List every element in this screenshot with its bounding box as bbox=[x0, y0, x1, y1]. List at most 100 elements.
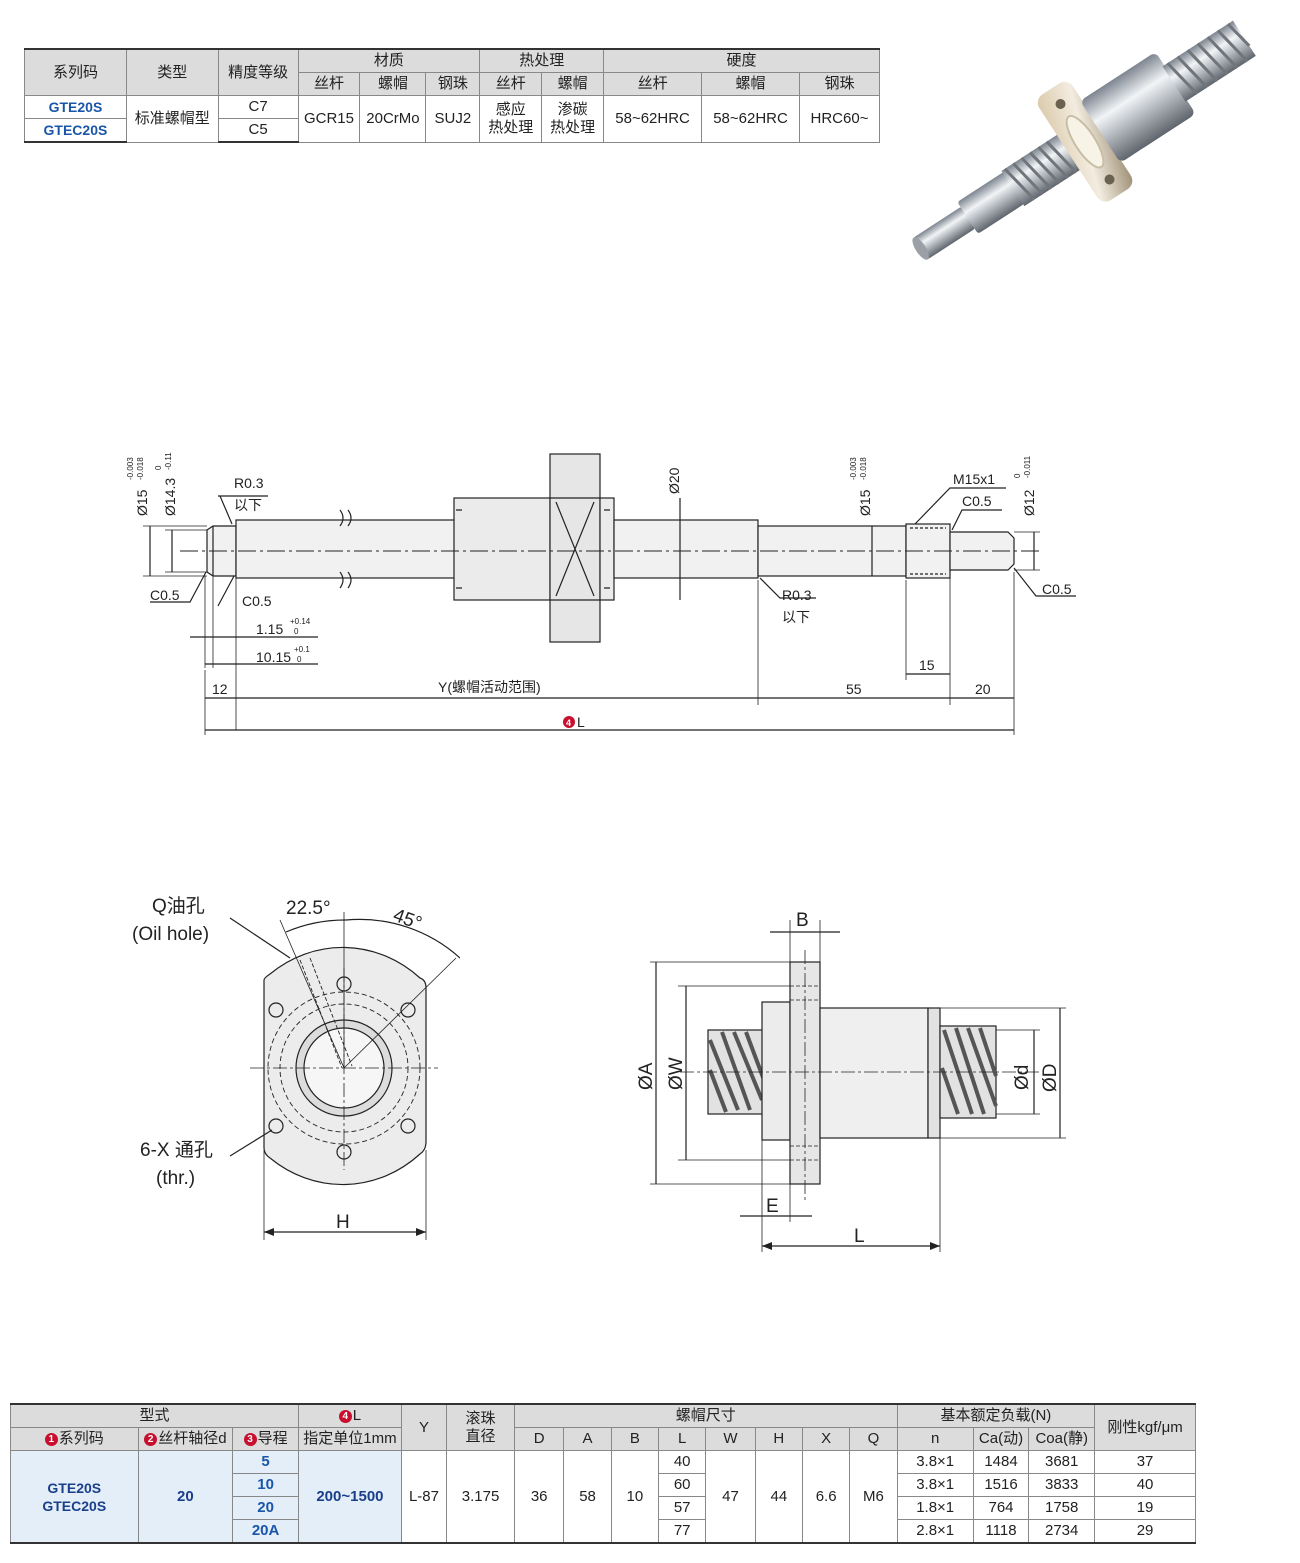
label-d12: Ø12 bbox=[1021, 489, 1037, 516]
label-oil-hole: Q油孔 bbox=[152, 895, 205, 917]
label-d20: Ø20 bbox=[666, 467, 682, 494]
thread-right bbox=[1162, 20, 1256, 102]
spec-sub-screw: 丝杆 bbox=[297, 72, 361, 96]
label-d15-left-tol-u: -0.003 bbox=[126, 457, 135, 480]
dims-d: 36 bbox=[513, 1450, 565, 1544]
label-d15-left-tol-l: -0.018 bbox=[136, 457, 145, 480]
spec-sub-screw: 丝杆 bbox=[479, 72, 543, 96]
dims-ca: 1516 bbox=[972, 1473, 1030, 1497]
dims-l: 57 bbox=[657, 1496, 707, 1520]
dims-series-1: GTE20S bbox=[47, 1479, 102, 1496]
shaft-outline bbox=[206, 453, 1015, 643]
spec-hard-ball: HRC60~ bbox=[799, 95, 880, 143]
dims-lead: 5 bbox=[232, 1450, 299, 1474]
dims-header-lead-text: 导程 bbox=[257, 1430, 288, 1447]
label-10-15-tol-u: +0.1 bbox=[294, 645, 310, 654]
spec-header-precision: 精度等级 bbox=[217, 48, 299, 96]
label-dim-l-nut: L bbox=[854, 1226, 865, 1247]
dims-coa: 3833 bbox=[1028, 1473, 1096, 1497]
spec-precision-1: C7 bbox=[217, 95, 299, 119]
label-m15: M15x1 bbox=[953, 471, 995, 487]
dims-lead: 20A bbox=[232, 1519, 299, 1544]
label-dim-l: L bbox=[577, 714, 585, 730]
dims-header-d-text: 丝杆轴径d bbox=[158, 1430, 227, 1447]
dims-ca: 764 bbox=[972, 1496, 1030, 1520]
dims-header-load: 基本额定负载(N) bbox=[896, 1403, 1096, 1428]
label-r03-left: R0.3 bbox=[234, 475, 264, 491]
spec-header-heat: 热处理 bbox=[479, 48, 605, 73]
dims-header-unit: 指定单位1mm bbox=[298, 1427, 402, 1451]
dims-col-coa: Coa(静) bbox=[1028, 1427, 1096, 1451]
label-1-15-tol-u: +0.14 bbox=[290, 617, 311, 626]
ball-screw-photo bbox=[912, 20, 1256, 260]
label-10-15-tol-l: 0 bbox=[297, 655, 302, 664]
label-d15-right-tol-l: -0.018 bbox=[859, 457, 868, 480]
label-c05-right: C0.5 bbox=[962, 493, 992, 509]
dims-coa: 2734 bbox=[1028, 1519, 1096, 1544]
label-dim-e: E bbox=[766, 1196, 779, 1217]
dims-header-series-text: 系列码 bbox=[58, 1430, 104, 1447]
label-dim-12: 12 bbox=[212, 681, 228, 697]
label-d143-tol-u: 0 bbox=[154, 465, 163, 470]
dims-col-ca: Ca(动) bbox=[972, 1427, 1030, 1451]
badge-4 bbox=[563, 716, 575, 728]
spec-sub-nut: 螺帽 bbox=[359, 72, 427, 96]
heat-nut-line2: 热处理 bbox=[550, 118, 596, 136]
heat-screw-line2: 热处理 bbox=[488, 118, 534, 136]
badge-2: 2 bbox=[144, 1433, 158, 1446]
dims-lead: 10 bbox=[232, 1473, 299, 1497]
spec-sub-ball: 钢珠 bbox=[425, 72, 481, 96]
label-dim-55: 55 bbox=[846, 681, 862, 697]
dims-n: 3.8×1 bbox=[896, 1450, 974, 1474]
label-thru-hole-en: (thr.) bbox=[156, 1168, 195, 1189]
dims-header-l-text: L bbox=[352, 1407, 362, 1424]
label-d143: Ø14.3 bbox=[162, 478, 178, 516]
dims-n: 1.8×1 bbox=[896, 1496, 974, 1520]
dims-coa: 1758 bbox=[1028, 1496, 1096, 1520]
dims-a: 58 bbox=[563, 1450, 612, 1544]
label-c05-left-b: C0.5 bbox=[242, 593, 272, 609]
label-c05-right-end: C0.5 bbox=[1042, 581, 1072, 597]
table-row: 10 60 3.8×1 1516 3833 40 bbox=[11, 1473, 1196, 1497]
dims-header-ball-1: 滚珠 bbox=[465, 1409, 496, 1427]
dims-ca: 1484 bbox=[972, 1450, 1030, 1474]
label-d15-right-tol-u: -0.003 bbox=[849, 457, 858, 480]
label-dim-y: Y(螺帽活动范围) bbox=[438, 679, 541, 695]
spec-heat-screw: 感应热处理 bbox=[479, 95, 543, 143]
label-dim-h: H bbox=[336, 1212, 350, 1233]
dims-ball-d: 3.175 bbox=[446, 1450, 515, 1544]
spec-sub-ball: 钢珠 bbox=[799, 72, 880, 96]
label-dim-d-large: ØD bbox=[1040, 1064, 1061, 1093]
spec-sub-nut: 螺帽 bbox=[701, 72, 800, 96]
dims-rigidity: 37 bbox=[1094, 1450, 1196, 1474]
spec-header-type: 类型 bbox=[125, 48, 219, 96]
label-dim-15: 15 bbox=[919, 657, 935, 673]
shaft-drawing: Ø15 -0.003 -0.018 Ø14.3 0 -0.11 R0.3 以下 … bbox=[126, 452, 1076, 735]
label-1-15: 1.15 bbox=[256, 621, 283, 637]
dims-n: 3.8×1 bbox=[896, 1473, 974, 1497]
spec-header-hardness: 硬度 bbox=[603, 48, 880, 73]
table-row: 20A 77 2.8×1 1118 2734 29 bbox=[10, 1519, 1196, 1544]
dims-col-h: H bbox=[754, 1427, 804, 1451]
heat-screw-line1: 感应 bbox=[495, 100, 526, 118]
badge-3: 3 bbox=[243, 1433, 257, 1446]
dims-header-y: Y bbox=[400, 1403, 448, 1451]
badge-4: 4 bbox=[338, 1410, 352, 1423]
label-angle-45: 45° bbox=[390, 905, 424, 935]
dims-q: M6 bbox=[849, 1450, 898, 1544]
dims-col-x: X bbox=[801, 1427, 851, 1451]
spec-sub-screw: 丝杆 bbox=[603, 72, 703, 96]
dims-y: L-87 bbox=[400, 1450, 448, 1544]
dims-col-n: n bbox=[896, 1427, 974, 1451]
dims-l: 40 bbox=[657, 1450, 707, 1474]
spec-precision-2: C5 bbox=[217, 118, 299, 143]
label-dim-20: 20 bbox=[975, 681, 991, 697]
label-r03-right-sub: 以下 bbox=[782, 609, 810, 625]
label-angle-22-5: 22.5° bbox=[286, 898, 331, 919]
flange-front-view: 22.5° 45° Q油孔 (Oil hole) 6-X 通孔 (thr.) H bbox=[132, 895, 460, 1240]
label-1-15-tol-l: 0 bbox=[294, 627, 299, 636]
